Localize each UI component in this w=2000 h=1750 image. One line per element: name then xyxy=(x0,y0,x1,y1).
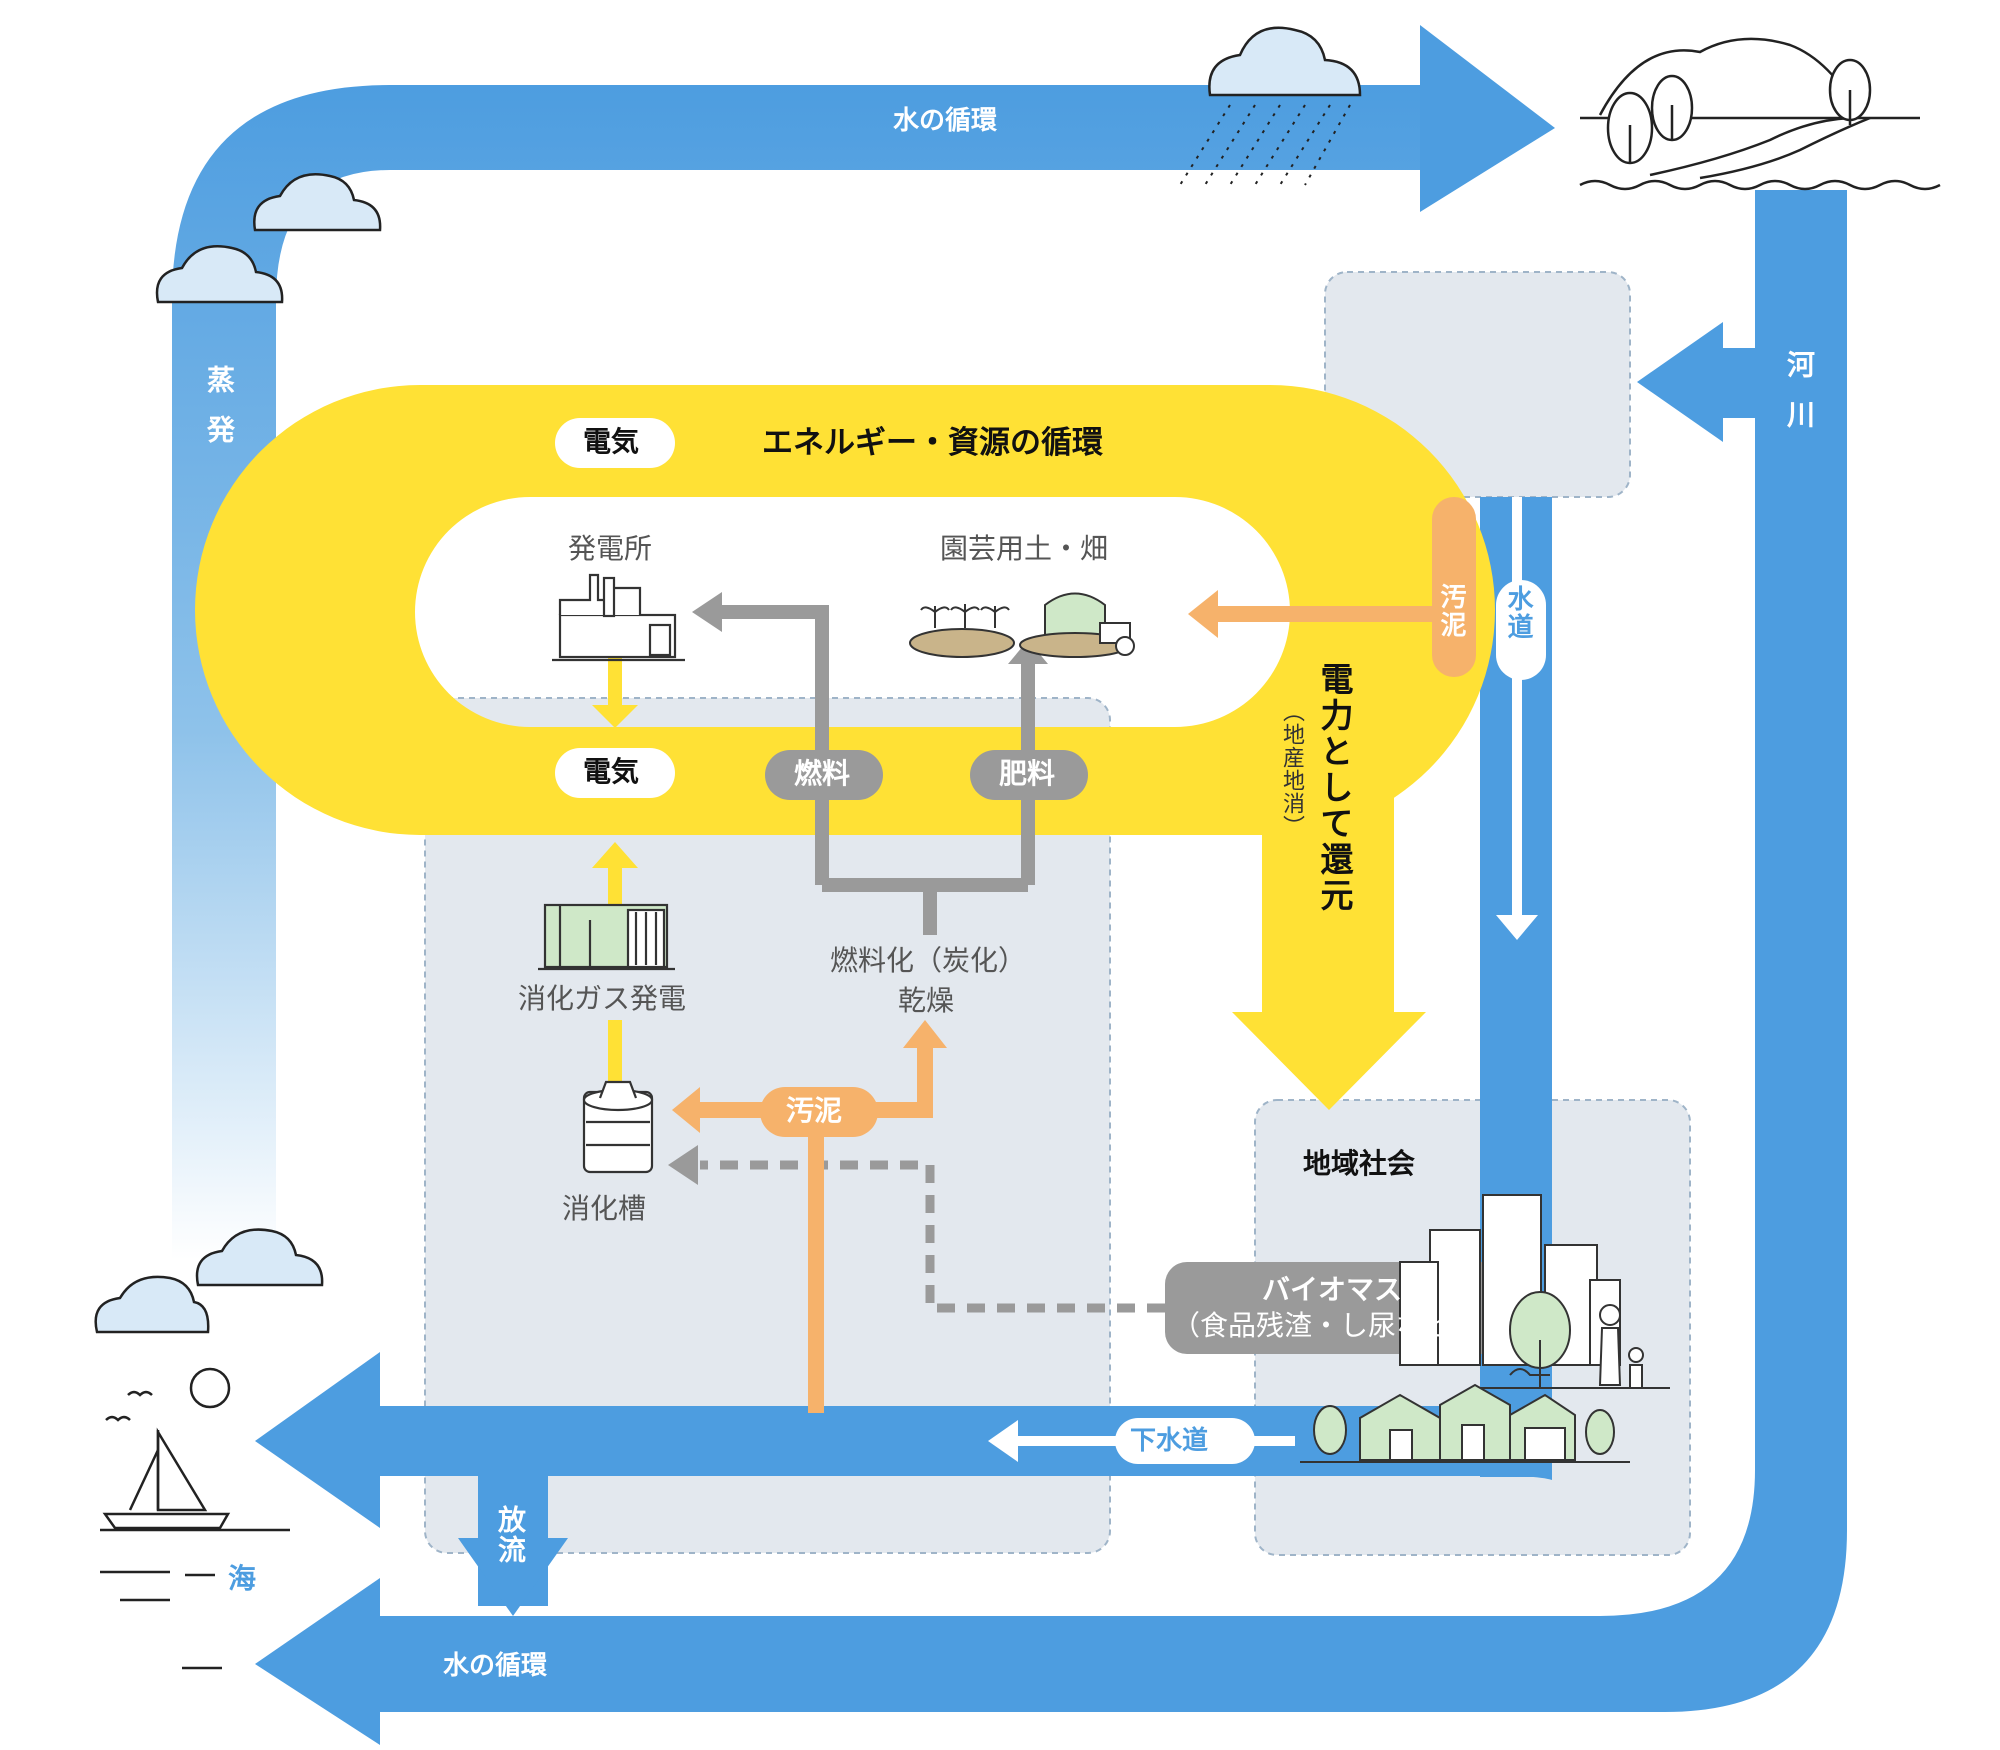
power-return-arrow-head xyxy=(1232,1012,1426,1110)
discharge-arrow-head xyxy=(458,1538,568,1616)
fuel-pill xyxy=(765,750,883,800)
power-return-band xyxy=(1262,700,1394,1020)
water-supply-white-line xyxy=(1512,497,1522,927)
sludge-to-fuelization-arrow xyxy=(903,1020,947,1048)
gas-power-to-electricity-arrow xyxy=(592,842,638,868)
cloud-icon-4 xyxy=(195,1228,324,1287)
electricity-bottom-label: 電気 xyxy=(583,755,640,788)
sewer-label: 下水道 xyxy=(1130,1426,1209,1456)
river-branch xyxy=(1720,348,1760,418)
cloud-icon-2 xyxy=(253,173,382,232)
discharge-label: 放流 xyxy=(494,1505,527,1565)
top-water-arrow-head xyxy=(1420,25,1555,212)
city-community-icon xyxy=(1300,1194,1670,1463)
water-supply-white-arrow xyxy=(1496,915,1538,940)
mountain-river-icon xyxy=(1579,37,1941,191)
return-as-power-label: 電力として還元 xyxy=(1315,662,1354,914)
gas-power-to-electricity-line xyxy=(608,862,622,910)
sludge-to-fuelization-line xyxy=(917,1038,933,1118)
fuel-fertilizer-flow xyxy=(720,605,1035,935)
river-branch-arrow-head xyxy=(1637,322,1723,442)
sludge-right-band xyxy=(1432,497,1476,677)
cloud-icon-3 xyxy=(155,245,284,304)
water-supply-label: 水道 xyxy=(1503,585,1533,641)
energy-cycle-title: エネルギー・資源の循環 xyxy=(762,425,1103,461)
digester-tank-icon xyxy=(582,1080,654,1174)
sea-label: 海 xyxy=(228,1562,257,1595)
cloud-icon-1 xyxy=(1208,26,1362,97)
sewer-band xyxy=(380,1406,1552,1480)
digester-gas-power-label: 消化ガス発電 xyxy=(518,982,687,1015)
fuel-label: 燃料 xyxy=(794,757,851,790)
electricity-bottom-pill xyxy=(555,748,675,798)
river-label: 河川 xyxy=(1783,350,1816,450)
fuelization-line1-label: 燃料化（炭化） xyxy=(830,944,1027,977)
fuelization-line2-label: 乾燥 xyxy=(898,984,955,1017)
biomass-detail: （食品残渣・し尿など） xyxy=(1172,1309,1481,1342)
bottom-water-arrow-head xyxy=(255,1578,380,1745)
power-plant-label: 発電所 xyxy=(568,532,653,565)
fuel-arrow-head xyxy=(692,592,722,632)
cloud-icon-5 xyxy=(94,1275,210,1334)
fertilizer-pill xyxy=(970,750,1088,800)
sludge-center-label: 汚泥 xyxy=(786,1094,843,1127)
community-label: 地域社会 xyxy=(1303,1147,1416,1180)
sewer-arrow-head xyxy=(255,1352,380,1528)
water-cycle-bottom-label: 水の循環 xyxy=(443,1651,548,1681)
sludge-to-digester-arrow xyxy=(672,1087,700,1133)
sewer-pill xyxy=(1115,1418,1255,1464)
farm-icon xyxy=(909,592,1135,658)
electricity-top-pill xyxy=(555,418,675,468)
biomass-arrow-head xyxy=(668,1145,698,1185)
digester-gas-power-icon xyxy=(538,903,675,971)
sludge-to-farm-arrow xyxy=(1188,590,1218,638)
sailboat-sea-icon xyxy=(100,1367,290,1670)
sludge-to-farm-line xyxy=(1215,606,1445,622)
plant-to-electricity-arrow xyxy=(592,705,638,728)
sludge-center-vertical xyxy=(808,1115,824,1413)
electricity-top-label: 電気 xyxy=(583,425,640,458)
digester-to-gas-power-line xyxy=(608,1020,622,1098)
farm-label: 園芸用土・畑 xyxy=(940,532,1109,565)
water-supply-pill xyxy=(1496,580,1546,680)
sewer-white-arrow xyxy=(988,1420,1018,1462)
local-production-label: （地産地消） xyxy=(1279,700,1304,838)
water-cycle-top-label: 水の循環 xyxy=(893,106,998,136)
plant-to-electricity-line xyxy=(608,658,622,710)
biomass-title: バイオマス xyxy=(1262,1273,1403,1306)
sludge-center-pill xyxy=(760,1087,878,1137)
power-plant-icon xyxy=(552,573,685,662)
fertilizer-label: 肥料 xyxy=(999,757,1056,790)
sludge-right-label: 汚泥 xyxy=(1436,583,1466,639)
evaporation-label: 蒸発 xyxy=(203,365,236,465)
digester-tank-label: 消化槽 xyxy=(562,1192,647,1225)
